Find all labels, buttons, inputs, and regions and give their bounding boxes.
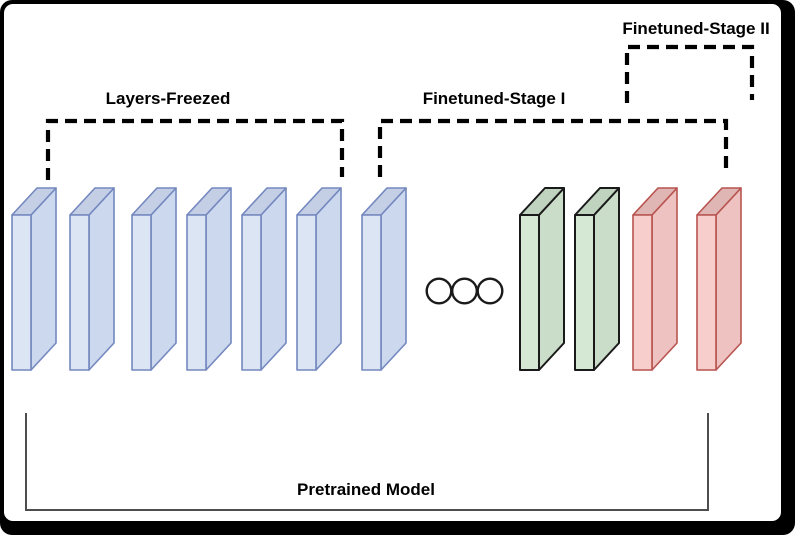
slab-side-face <box>30 187 57 371</box>
layer-slab-stage2-1 <box>632 187 678 371</box>
finetuned-stage2-label: Finetuned-Stage II <box>622 19 770 38</box>
ellipsis-dot <box>476 277 504 305</box>
slab-front-face <box>296 214 317 371</box>
slab-side-face <box>651 187 678 371</box>
layer-slab-frozen-3 <box>131 187 177 371</box>
slab-side-face <box>205 187 232 371</box>
layers-freezed-label: Layers-Freezed <box>105 89 231 108</box>
pretrained-model-label: Pretrained Model <box>297 480 435 499</box>
slab-side-face <box>715 187 742 371</box>
ellipsis-dot <box>425 277 453 305</box>
layer-slab-frozen-5 <box>241 187 287 371</box>
slab-side-face <box>150 187 177 371</box>
slab-side-face <box>380 187 407 371</box>
layer-slab-frozen-4 <box>186 187 232 371</box>
slab-front-face <box>241 214 262 371</box>
layer-slab-stage1-2 <box>574 187 620 371</box>
slab-side-face <box>88 187 115 371</box>
slab-side-face <box>593 187 620 371</box>
layer-slab-frozen-6 <box>296 187 342 371</box>
layer-slab-frozen-7 <box>361 187 407 371</box>
layers-group <box>11 187 742 371</box>
slab-side-face <box>538 187 565 371</box>
finetuned-stage1-label: Finetuned-Stage I <box>422 89 566 108</box>
slab-front-face <box>361 214 382 371</box>
layer-slab-frozen-2 <box>69 187 115 371</box>
slab-front-face <box>632 214 653 371</box>
finetuned-stage2-bracket <box>624 44 755 103</box>
finetuned-stage1-bracket <box>377 118 729 177</box>
slab-front-face <box>11 214 32 371</box>
slab-side-face <box>260 187 287 371</box>
slab-front-face <box>696 214 717 371</box>
slab-front-face <box>131 214 152 371</box>
layer-slab-frozen-1 <box>11 187 57 371</box>
slab-front-face <box>186 214 207 371</box>
layers-freezed-bracket <box>45 118 345 180</box>
slab-front-face <box>69 214 90 371</box>
ellipsis-dot <box>451 277 479 305</box>
slab-side-face <box>315 187 342 371</box>
layer-slab-stage2-2 <box>696 187 742 371</box>
slab-front-face <box>574 214 595 371</box>
ellipsis-group <box>425 277 504 305</box>
slab-front-face <box>519 214 540 371</box>
pretrained-model-bracket <box>25 413 709 511</box>
layer-slab-stage1-1 <box>519 187 565 371</box>
